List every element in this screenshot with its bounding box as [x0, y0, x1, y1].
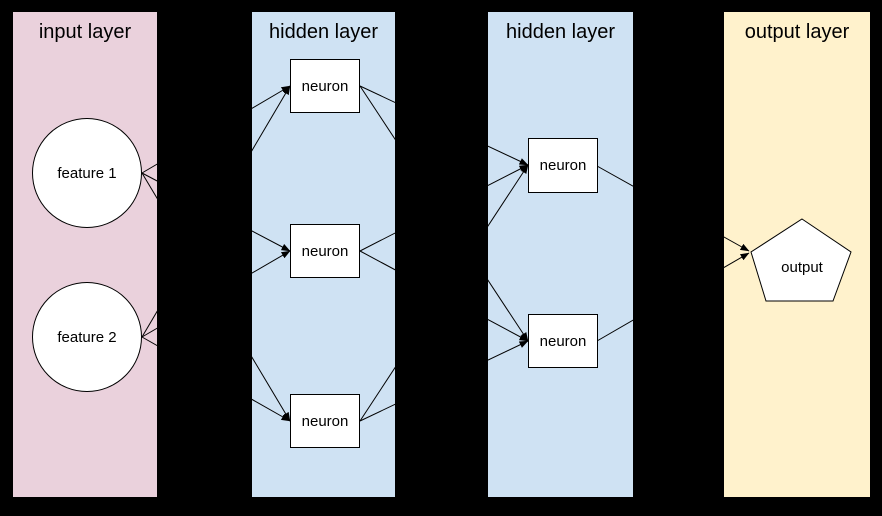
node-feature-1: feature 1 — [32, 118, 142, 228]
edge-feature2-to-h1-neuron3 — [141, 336, 291, 422]
edge-h1-neuron3-to-h2-neuron1 — [359, 164, 529, 422]
edge-h2-neuron1-to-output — [596, 165, 750, 252]
edge-feature2-to-h1-neuron1 — [141, 85, 291, 338]
edge-h1-neuron2-to-h2-neuron1 — [359, 164, 529, 252]
panel-input-layer: input layer — [13, 12, 157, 497]
node-hidden2-neuron-1: neuron — [528, 138, 598, 193]
hidden2-neuron-2-label: neuron — [539, 332, 587, 350]
output-node-label: output — [781, 259, 823, 276]
node-hidden1-neuron-3: neuron — [290, 394, 360, 448]
node-hidden1-neuron-1: neuron — [290, 59, 360, 113]
hidden1-neuron-3-label: neuron — [301, 412, 349, 430]
edge-h1-neuron3-to-h2-neuron2 — [359, 340, 529, 422]
feature-1-label: feature 1 — [57, 164, 117, 182]
hidden-layer-2-title: hidden layer — [506, 21, 615, 43]
output-layer-title: output layer — [744, 21, 850, 43]
input-layer-title: input layer — [38, 21, 132, 43]
edge-h2-neuron2-to-output — [596, 252, 750, 342]
edge-feature1-to-h1-neuron1 — [141, 85, 291, 174]
feature-2-label: feature 2 — [57, 328, 117, 346]
node-hidden1-neuron-2: neuron — [290, 224, 360, 278]
node-hidden2-neuron-2: neuron — [528, 314, 598, 368]
panel-hidden-layer-2: hidden layer — [488, 12, 633, 497]
edge-h1-neuron1-to-h2-neuron1 — [359, 85, 529, 166]
hidden1-neuron-1-label: neuron — [301, 77, 349, 95]
edge-h1-neuron1-to-h2-neuron2 — [359, 85, 529, 342]
edge-lines-group — [141, 85, 750, 422]
edge-feature1-to-h1-neuron3 — [141, 172, 291, 422]
edge-feature2-to-h1-neuron2 — [141, 250, 291, 338]
output-pentagon-node — [750, 218, 852, 302]
edge-h1-neuron2-to-h2-neuron2 — [359, 250, 529, 342]
hidden-layer-1-title: hidden layer — [269, 21, 378, 43]
hidden2-neuron-1-label: neuron — [539, 157, 587, 174]
node-feature-2: feature 2 — [32, 282, 142, 392]
hidden1-neuron-2-label: neuron — [301, 242, 349, 260]
